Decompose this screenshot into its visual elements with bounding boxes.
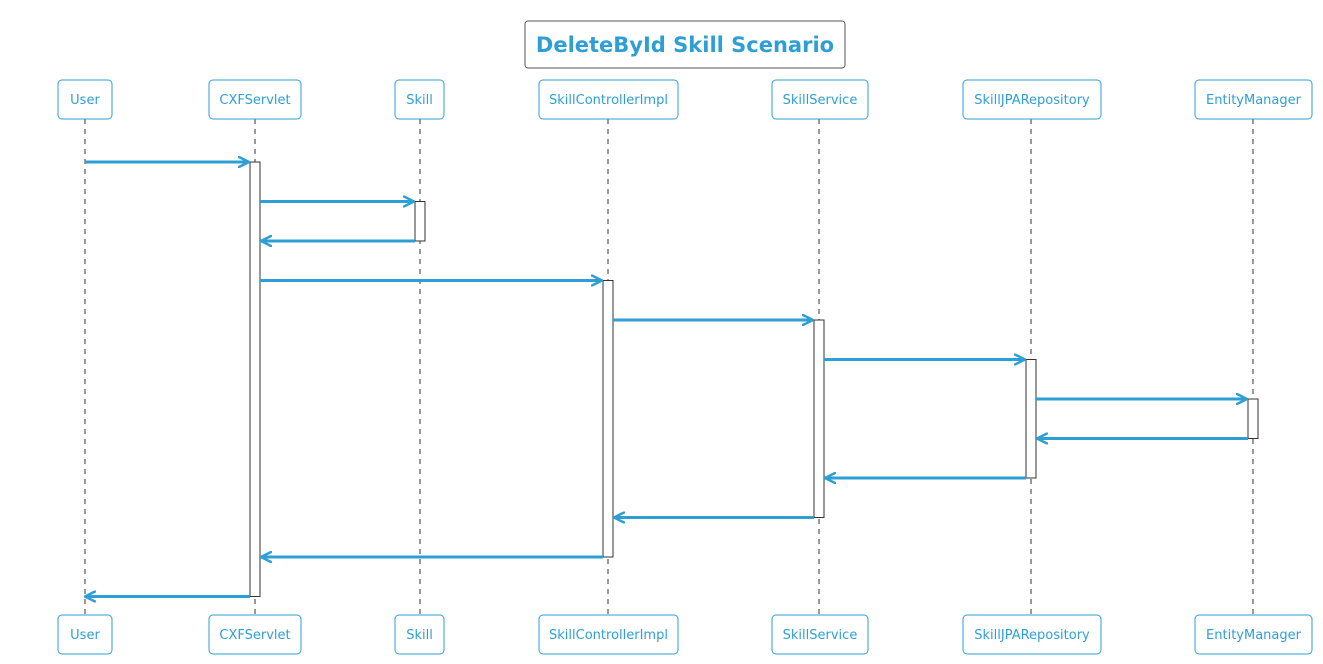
title-text: DeleteById Skill Scenario bbox=[536, 33, 834, 57]
participant-label: SkillJPARepository bbox=[974, 628, 1090, 643]
activation-bar-entitymanager bbox=[1247, 398, 1259, 439]
participant-skillservice-top: SkillService bbox=[771, 79, 869, 120]
participant-box bbox=[394, 79, 445, 120]
participant-box bbox=[538, 79, 679, 120]
participant-label: User bbox=[70, 93, 100, 108]
participant-label: EntityManager bbox=[1206, 628, 1302, 643]
participant-box bbox=[962, 614, 1102, 655]
participant-entitymanager-top: EntityManager bbox=[1194, 79, 1313, 120]
activation-bar-skillservice bbox=[813, 319, 825, 518]
participant-skillcontrollerimpl-top: SkillControllerImpl bbox=[538, 79, 679, 120]
participant-skillcontrollerimpl-bottom: SkillControllerImpl bbox=[538, 614, 679, 655]
participant-label: SkillControllerImpl bbox=[549, 93, 668, 108]
participant-cxfservlet-top: CXFServlet bbox=[208, 79, 302, 120]
participant-skillservice-bottom: SkillService bbox=[771, 614, 869, 655]
participant-entitymanager-bottom: EntityManager bbox=[1194, 614, 1313, 655]
participant-box bbox=[208, 614, 302, 655]
participant-box bbox=[394, 614, 445, 655]
participant-box bbox=[1194, 614, 1313, 655]
participant-box bbox=[1194, 79, 1313, 120]
participants-bottom: User CXFServlet Skill SkillControllerImpl Sk… bbox=[57, 614, 1313, 655]
participants-top: User CXFServlet Skill SkillControllerImpl Sk… bbox=[57, 79, 1313, 120]
activation-bar-skilljparepository bbox=[1025, 359, 1037, 479]
activation-bar-skill bbox=[414, 201, 426, 242]
participant-box bbox=[962, 79, 1102, 120]
participant-user-top: User bbox=[57, 79, 113, 120]
title-box bbox=[524, 20, 846, 69]
participant-label: CXFServlet bbox=[219, 628, 290, 643]
messages bbox=[85, 162, 1248, 597]
participant-cxfservlet-bottom: CXFServlet bbox=[208, 614, 302, 655]
participant-label: User bbox=[70, 628, 100, 643]
participant-label: SkillService bbox=[783, 93, 858, 108]
participant-label: SkillService bbox=[783, 628, 858, 643]
participant-skilljparepository-top: SkillJPARepository bbox=[962, 79, 1102, 120]
participant-box bbox=[771, 79, 869, 120]
participant-user-bottom: User bbox=[57, 614, 113, 655]
diagram-title: DeleteById Skill Scenario bbox=[524, 20, 846, 69]
participant-skilljparepository-bottom: SkillJPARepository bbox=[962, 614, 1102, 655]
participant-label: Skill bbox=[406, 93, 433, 108]
participant-box bbox=[57, 79, 113, 120]
participant-box bbox=[538, 614, 679, 655]
activation-bar-cxfservlet bbox=[249, 161, 261, 597]
participant-box bbox=[57, 614, 113, 655]
participant-skill-bottom: Skill bbox=[394, 614, 445, 655]
participant-label: Skill bbox=[406, 628, 433, 643]
participant-label: SkillJPARepository bbox=[974, 93, 1090, 108]
participant-label: EntityManager bbox=[1206, 93, 1302, 108]
activation-bar-skillcontrollerimpl bbox=[602, 280, 614, 558]
participant-skill-top: Skill bbox=[394, 79, 445, 120]
activation-bars bbox=[249, 161, 1259, 597]
participant-box bbox=[208, 79, 302, 120]
participant-box bbox=[771, 614, 869, 655]
participant-label: CXFServlet bbox=[219, 93, 290, 108]
participant-label: SkillControllerImpl bbox=[549, 628, 668, 643]
